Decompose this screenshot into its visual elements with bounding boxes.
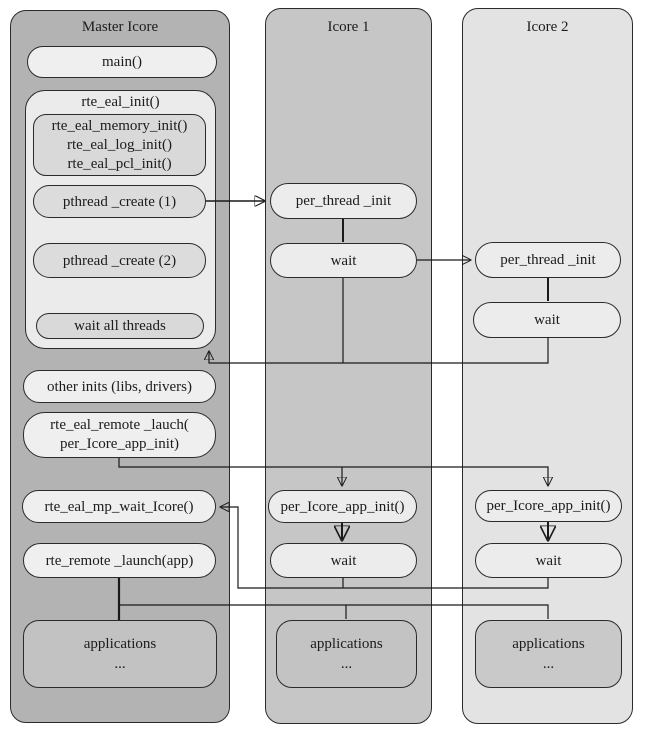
main-box: main() [27,46,217,78]
master-icore-title: Master Icore [81,19,159,35]
master-applications-label: applications [83,636,157,652]
wait-all-threads-box: wait all threads [36,313,204,339]
master-applications-box: applications ... [23,620,217,688]
icore2-applications-ellipsis: ... [542,656,555,672]
icore2-per-icore-app-init-box: per_Icore_app_init() [475,490,622,522]
rte-eal-memory-init-box: rte_eal_memory_init() rte_eal_log_init()… [33,114,206,176]
rte-remote-launch-app-box: rte_remote _launch(app) [23,543,216,578]
rte-eal-remote-lauch-line1: rte_eal_remote _lauch( [50,417,189,433]
icore2-wait-bottom-box: wait [475,543,622,578]
other-inits-box: other inits (libs, drivers) [23,370,216,403]
icore1-applications-label: applications [310,636,383,652]
icore2-title: Icore 2 [526,19,569,35]
icore2-applications-label: applications [512,636,585,652]
rte-eal-init-group-title: rte_eal_init() [81,94,160,110]
rte-eal-memory-init-label: rte_eal_memory_init() [51,117,188,134]
icore1-per-thread-init-box: per_thread _init [270,183,417,219]
icore1-wait-top-box: wait [270,243,417,278]
rte-eal-log-init-label: rte_eal_log_init() [67,136,172,153]
icore2-per-thread-init-box: per_thread _init [475,242,621,278]
rte-eal-remote-lauch-line2: per_Icore_app_init) [59,436,180,452]
rte-eal-remote-lauch-box: rte_eal_remote _lauch( per_Icore_app_ini… [23,412,216,458]
icore2-applications-box: applications ... [475,620,622,688]
icore1-wait-bottom-box: wait [270,543,417,578]
icore1-applications-ellipsis: ... [340,656,353,672]
master-applications-ellipsis: ... [114,656,126,672]
pthread-create-2-box: pthread _create (2) [33,243,206,278]
rte-eal-mp-wait-icore-box: rte_eal_mp_wait_Icore() [22,490,216,523]
icore1-applications-box: applications ... [276,620,417,688]
rte-eal-pcl-init-label: rte_eal_pcl_init() [67,155,172,172]
icore1-title: Icore 1 [327,19,370,35]
icore1-per-icore-app-init-box: per_Icore_app_init() [268,490,417,523]
pthread-create-1-box: pthread _create (1) [33,185,206,218]
icore1-column [265,8,432,724]
icore2-wait-top-box: wait [473,302,621,338]
icore2-column [462,8,633,724]
